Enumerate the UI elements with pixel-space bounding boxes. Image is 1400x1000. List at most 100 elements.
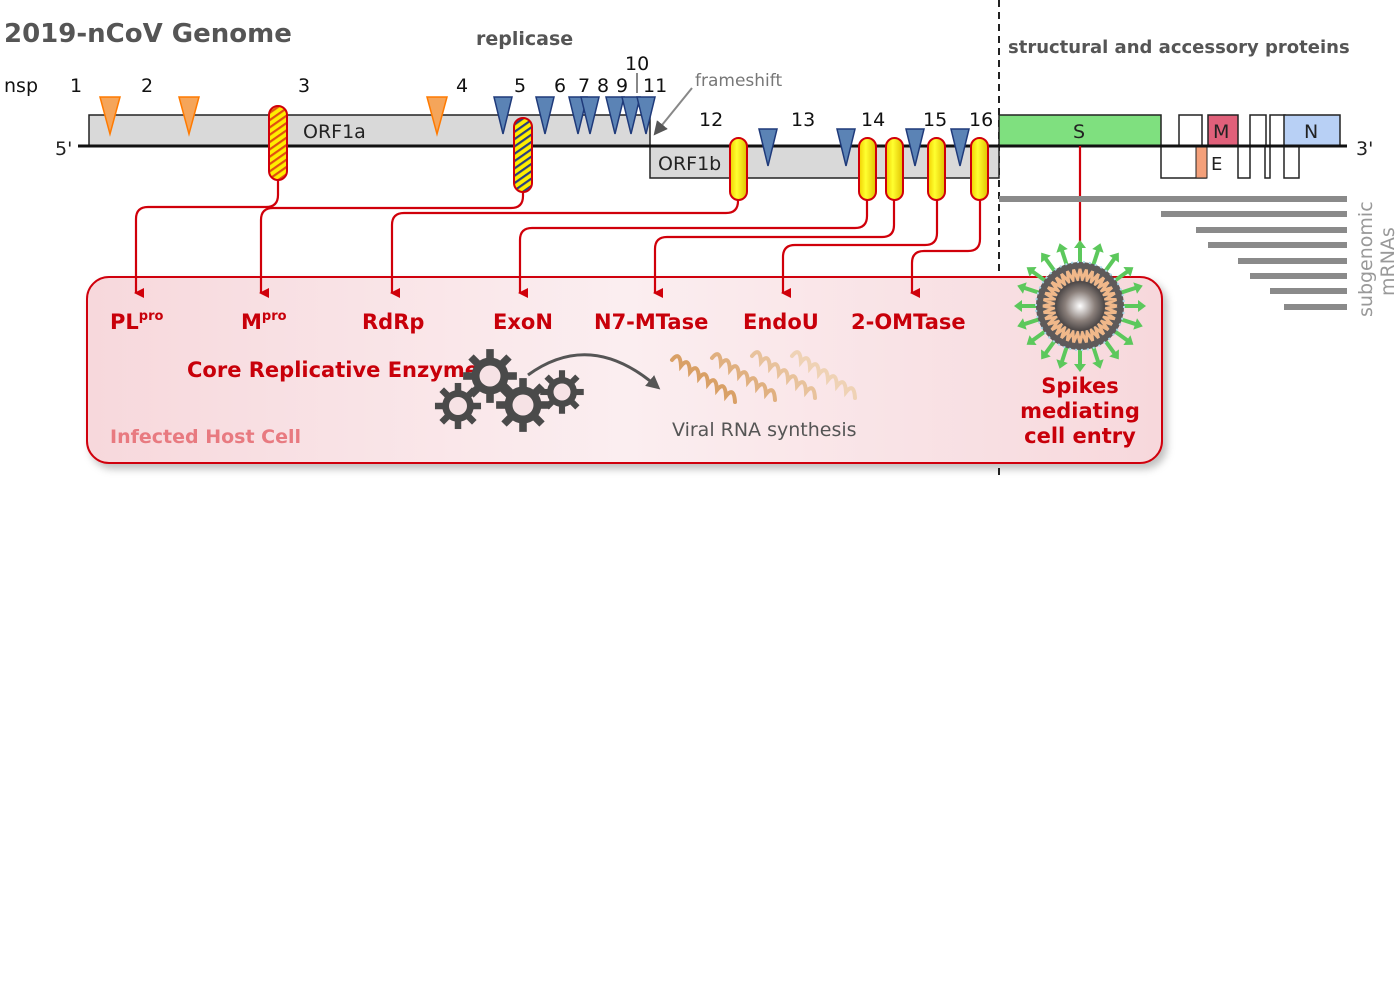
orf7a-box [1249, 114, 1267, 147]
plpro-domain-marker [268, 105, 288, 181]
mpro-cleavage-site [535, 96, 555, 135]
spike-tip [1123, 267, 1134, 277]
mpro-domain-marker [513, 117, 533, 193]
orf1a-box [88, 114, 651, 147]
spike-tip [1074, 364, 1086, 372]
orf8-box [1269, 114, 1286, 147]
nsp-number-11: 11 [643, 75, 667, 97]
frameshift-label: frameshift [695, 71, 782, 91]
plpro-cleavage-site [99, 96, 121, 137]
enzyme-label-rdrp: RdRp [362, 310, 424, 334]
nsp-number-1: 1 [70, 75, 82, 97]
five-prime-label: 5' [55, 138, 72, 160]
rna-strand [790, 350, 857, 400]
enzyme-label-n7-mtase: N7-MTase [594, 310, 708, 334]
subgenomic-mrna-bar [1161, 211, 1347, 217]
spike-tip [1017, 318, 1027, 330]
nucleocapsid-gene-box [1283, 114, 1341, 147]
infected-host-cell-box [86, 276, 1163, 464]
spike-tip [1133, 318, 1143, 330]
virion-icon [1014, 240, 1146, 372]
enzyme-label-2-omtase: 2-OMTase [851, 310, 966, 334]
nsp-number-8: 8 [597, 75, 609, 97]
mpro-cleavage-site [836, 128, 856, 167]
connector-endou [781, 199, 939, 298]
infected-host-cell-label: Infected Host Cell [110, 426, 301, 448]
spike-gene-label: S [1073, 121, 1085, 143]
subgenomic-mrna-bar [1250, 273, 1347, 279]
virion-label-line-3: cell entry [1024, 424, 1136, 448]
enzyme-label-exon: ExoN [493, 310, 553, 334]
connector-2omtase [910, 199, 982, 298]
nsp-number-3: 3 [298, 75, 310, 97]
mpro-cleavage-site [758, 128, 778, 167]
envelope-gene-box [1195, 145, 1208, 179]
virion-label-line-1: Spikes [1041, 374, 1119, 398]
spike-tip [1014, 300, 1022, 312]
spike-tip [1133, 282, 1143, 294]
nsp-number-2: 2 [141, 75, 153, 97]
spike-tip [1074, 240, 1086, 248]
spike-tip [1109, 252, 1119, 263]
enzyme-label-pl: PLpro [110, 309, 163, 334]
subgenomic-mrna-bar [1284, 304, 1347, 310]
nucleocapsid-gene-label: N [1304, 121, 1318, 143]
spike-protein [1059, 345, 1069, 364]
connector-mpro [259, 192, 525, 298]
spike-tip [1056, 243, 1068, 253]
gear-icon [463, 349, 517, 403]
spike-tip [1017, 282, 1027, 294]
virion-core [1055, 281, 1105, 331]
synthesis-arrow [527, 353, 661, 390]
three-prime-label: 3' [1356, 138, 1373, 160]
plpro-cleavage-site [426, 96, 448, 137]
connector-rdrp [390, 179, 740, 298]
subgenomic-label-line-2: mRNAs [1377, 227, 1399, 296]
rna-strand [750, 350, 817, 400]
subgenomic-mrna-bars [999, 196, 1347, 310]
nsp-label: nsp [4, 75, 38, 97]
spike-tip [1092, 359, 1104, 369]
gear-icon [540, 370, 584, 414]
nsp-number-14: 14 [861, 109, 885, 131]
orf3a-box [1178, 114, 1203, 147]
rna-strand [670, 354, 737, 404]
replicase-heading: replicase [476, 28, 573, 50]
membrane-gene-box [1207, 114, 1239, 147]
subgenomic-label-line-1: subgenomic [1355, 201, 1377, 317]
spike-tip [1092, 243, 1104, 253]
page-title: 2019-nCoV Genome [4, 19, 292, 49]
enzyme-label-endou: EndoU [743, 310, 819, 334]
nsp-number-6: 6 [554, 75, 566, 97]
spike-tip [1138, 300, 1146, 312]
exon-domain-marker [858, 137, 877, 201]
spike-tip [1123, 335, 1134, 345]
nsp-number-10: 10 [625, 53, 649, 75]
spike-protein [1043, 256, 1057, 274]
spike-protein [1091, 248, 1101, 267]
endou-domain-marker [927, 137, 946, 201]
mpro-cleavage-site [636, 96, 656, 135]
nsp-number-15: 15 [923, 109, 947, 131]
nsp-number-16: 16 [969, 109, 993, 131]
rna-strand [710, 352, 777, 402]
spike-tip [1026, 335, 1037, 345]
spike-protein [1112, 269, 1130, 283]
nsp-number-4: 4 [456, 75, 468, 97]
mpro-cleavage-site [493, 96, 513, 135]
spike-protein [1119, 285, 1138, 295]
connector-plpro [134, 180, 280, 298]
cleavage-sites [99, 96, 970, 167]
gears-icon [434, 349, 584, 432]
mpro-cleavage-site [580, 96, 600, 135]
nsp-number-13: 13 [791, 109, 815, 131]
subgenomic-mrna-bar [999, 196, 1347, 202]
gear-icon [496, 378, 550, 432]
envelope-gene-label: E [1211, 154, 1222, 175]
connector-n7mtase [653, 199, 896, 298]
spike-tip [1041, 349, 1051, 360]
membrane-gene-label: M [1213, 121, 1229, 143]
